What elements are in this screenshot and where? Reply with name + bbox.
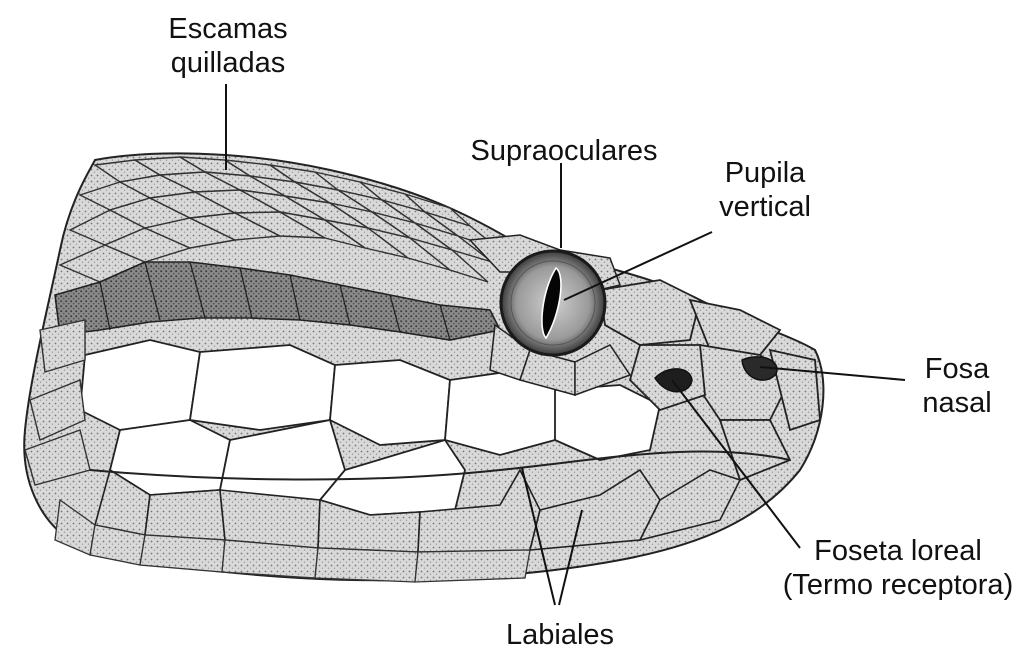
label-nostril-line1: Fosa (902, 352, 1012, 386)
label-nostril: Fosa nasal (902, 352, 1012, 420)
label-vertical-pupil: Pupila vertical (700, 156, 830, 224)
label-supraoculars: Supraoculares (464, 134, 664, 168)
neck-scales (25, 320, 90, 485)
label-nostril-line2: nasal (902, 386, 1012, 420)
label-labials: Labiales (500, 618, 620, 652)
label-keeled-scales: Escamas quilladas (162, 12, 294, 80)
label-loreal-pit-line2: (Termo receptora) (770, 568, 1026, 602)
label-vertical-pupil-line1: Pupila (700, 156, 830, 190)
label-vertical-pupil-line2: vertical (700, 190, 830, 224)
label-keeled-scales-line2: quilladas (162, 46, 294, 80)
label-loreal-pit-line1: Foseta loreal (770, 534, 1026, 568)
label-keeled-scales-line1: Escamas (162, 12, 294, 46)
label-loreal-pit: Foseta loreal (Termo receptora) (770, 534, 1026, 602)
